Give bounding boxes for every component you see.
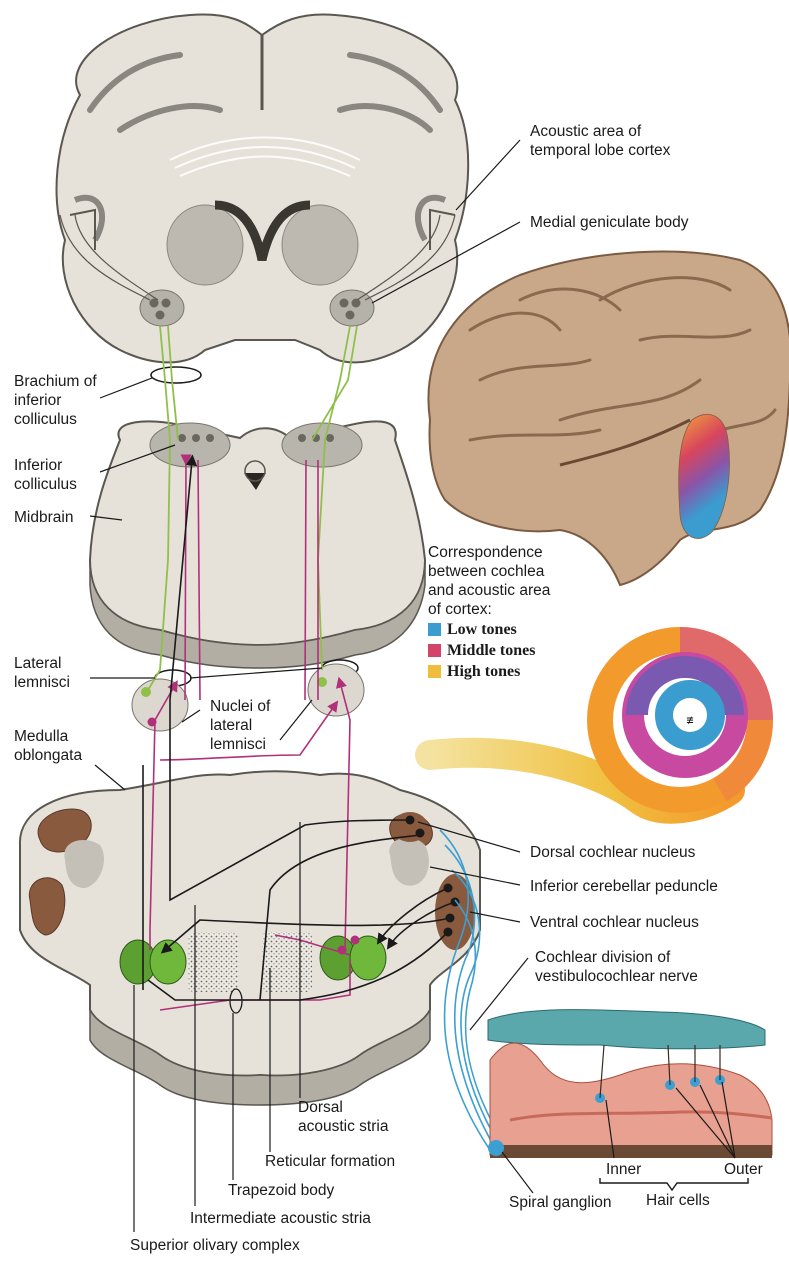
legend-swatch-middle <box>428 644 441 657</box>
legend-label-high: High tones <box>447 662 520 681</box>
label-outer: Outer <box>724 1160 763 1179</box>
label-brachium: Brachium of inferior colliculus <box>14 372 97 429</box>
label-acoustic-area: Acoustic area of temporal lobe cortex <box>530 122 670 160</box>
organ-of-corti <box>488 1010 772 1158</box>
label-ventral-cochlear-nucleus: Ventral cochlear nucleus <box>530 913 699 932</box>
svg-text:≢: ≢ <box>686 713 693 727</box>
legend-label-low: Low tones <box>447 620 517 639</box>
label-inner: Inner <box>606 1160 641 1179</box>
label-dorsal-cochlear-nucleus: Dorsal cochlear nucleus <box>530 843 695 862</box>
label-nuclei-lateral-lemnisci: Nuclei of lateral lemnisci <box>210 697 270 754</box>
legend-swatch-high <box>428 665 441 678</box>
midbrain-section <box>90 421 425 668</box>
label-intermediate-acoustic-stria: Intermediate acoustic stria <box>190 1209 371 1228</box>
label-lateral-lemnisci: Lateral lemnisci <box>14 654 70 692</box>
label-dorsal-acoustic-stria: Dorsal acoustic stria <box>298 1098 388 1136</box>
legend-heading: Correspondence between cochlea and acous… <box>428 543 550 619</box>
legend-item-low: Low tones <box>428 619 550 640</box>
label-superior-olivary-complex: Superior olivary complex <box>130 1236 300 1255</box>
label-cochlear-division: Cochlear division of vestibulocochlear n… <box>535 948 698 986</box>
lateral-brain-view <box>428 252 789 585</box>
label-reticular-formation: Reticular formation <box>265 1152 395 1171</box>
medulla-section <box>20 771 480 1105</box>
hair-cells-brace <box>600 1178 748 1190</box>
legend-item-middle: Middle tones <box>428 640 550 661</box>
coronal-brain-section <box>57 14 469 362</box>
medial-geniculate-left <box>140 290 184 326</box>
legend-item-high: High tones <box>428 661 550 682</box>
label-medulla-oblongata: Medulla oblongata <box>14 727 82 765</box>
label-inferior-colliculus: Inferior colliculus <box>14 456 77 494</box>
legend-swatch-low <box>428 623 441 636</box>
label-medial-geniculate-body: Medial geniculate body <box>530 213 689 232</box>
medial-geniculate-right <box>330 290 374 326</box>
legend-label-middle: Middle tones <box>447 641 535 660</box>
label-trapezoid-body: Trapezoid body <box>228 1181 334 1200</box>
label-spiral-ganglion: Spiral ganglion <box>509 1193 612 1212</box>
label-inferior-cerebellar-peduncle: Inferior cerebellar peduncle <box>530 877 718 896</box>
label-midbrain: Midbrain <box>14 508 73 527</box>
tone-legend: Correspondence between cochlea and acous… <box>428 543 550 682</box>
label-hair-cells: Hair cells <box>646 1191 710 1210</box>
